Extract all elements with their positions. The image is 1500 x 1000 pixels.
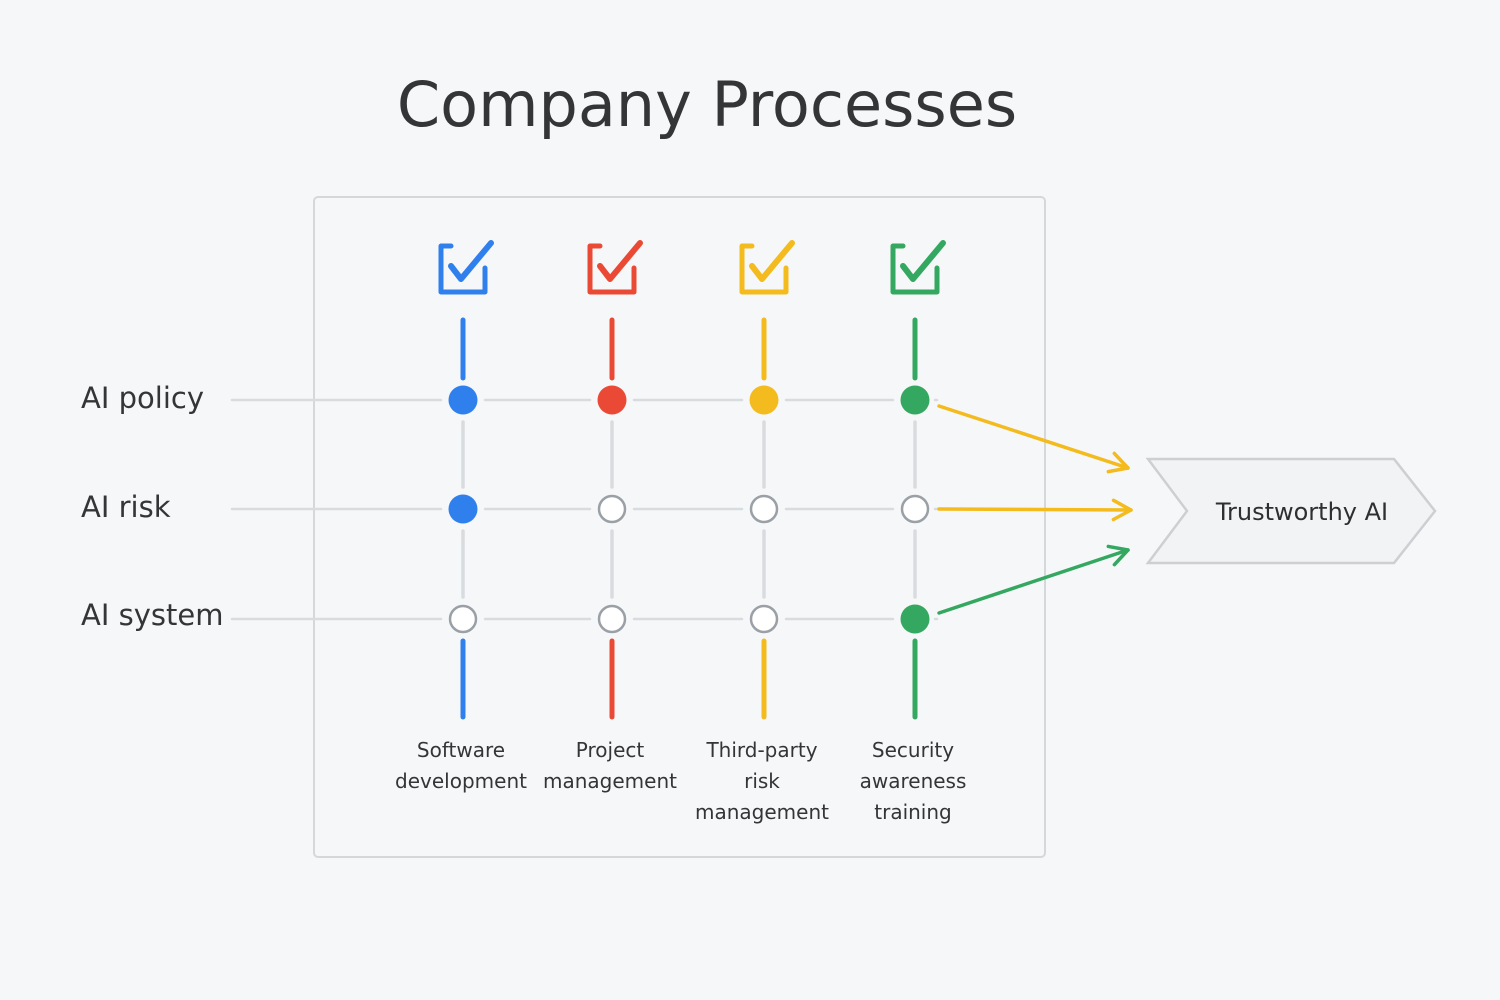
checkbox-checked-icon <box>587 240 643 295</box>
target-chevron-shape <box>1145 457 1437 565</box>
status-dot-empty <box>749 604 779 634</box>
checkmark <box>749 240 795 282</box>
column-label-line: management <box>695 800 829 824</box>
status-dot-filled <box>448 385 478 415</box>
checkbox-box <box>739 243 789 295</box>
column-label-line: Security <box>872 738 954 762</box>
arrow-head <box>1111 498 1133 522</box>
arrows-to-target <box>937 404 1133 615</box>
column-label-line: development <box>395 769 527 793</box>
process-column-0: Software development <box>395 240 527 793</box>
arrow-0 <box>937 404 1130 474</box>
column-label-line: risk <box>744 769 780 793</box>
row-label-ai-system: AI system <box>81 598 223 632</box>
checkbox-box <box>890 243 940 295</box>
arrow-shaft <box>937 507 1133 512</box>
process-column-1: Project management <box>543 240 677 793</box>
arrow-head <box>1106 544 1130 567</box>
status-dot-empty <box>900 494 930 524</box>
process-column-3: Security awareness training <box>860 240 967 824</box>
processes-panel <box>313 196 1046 858</box>
grid-lines <box>230 398 939 621</box>
status-dot-filled <box>749 385 779 415</box>
column-label-line: management <box>543 769 677 793</box>
arrow-2 <box>937 544 1130 615</box>
checkbox-box <box>438 243 488 295</box>
checkmark <box>448 240 494 282</box>
checkmark <box>900 240 946 282</box>
arrow-shaft <box>937 404 1130 470</box>
process-columns: SoftwaredevelopmentProjectmanagementThir… <box>395 240 967 824</box>
row-label-ai-risk: AI risk <box>81 490 171 524</box>
status-dot-filled <box>448 494 478 524</box>
arrow-1 <box>937 498 1133 522</box>
checkbox-checked-icon <box>890 240 946 295</box>
column-label-line: awareness <box>860 769 967 793</box>
column-label-line: Third-party <box>705 738 817 762</box>
arrow-shaft <box>937 548 1130 615</box>
status-dot-filled <box>900 604 930 634</box>
checkbox-checked-icon <box>739 240 795 295</box>
status-dot-empty <box>597 604 627 634</box>
checkmark <box>597 240 643 282</box>
checkbox-checked-icon <box>438 240 494 295</box>
status-dot-empty <box>448 604 478 634</box>
status-dot-filled <box>900 385 930 415</box>
arrow-head <box>1106 451 1130 474</box>
status-dot-filled <box>597 385 627 415</box>
status-dot-empty <box>597 494 627 524</box>
checkbox-box <box>587 243 637 295</box>
target-label: Trustworthy AI <box>1215 498 1388 526</box>
column-label-line: Project <box>576 738 645 762</box>
page-title: Company Processes <box>397 68 1017 141</box>
row-label-ai-policy: AI policy <box>81 381 204 415</box>
column-label-line: Software <box>417 738 505 762</box>
trustworthy-ai-target: Trustworthy AI <box>1145 457 1437 565</box>
column-label-line: training <box>874 800 951 824</box>
status-dot-empty <box>749 494 779 524</box>
process-column-2: Third-party risk management <box>695 240 829 824</box>
row-labels: AI policy AI risk AI system <box>81 381 223 632</box>
